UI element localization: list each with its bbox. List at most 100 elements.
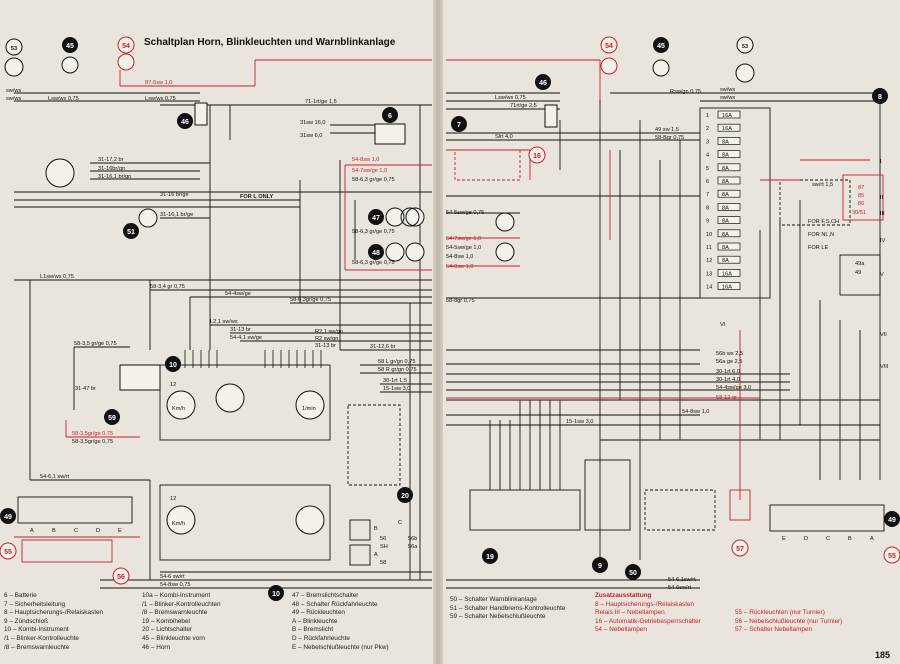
svg-text:sw/ws: sw/ws [6, 88, 21, 94]
red-optional-wires [14, 59, 884, 563]
svg-text:30-1rt 1,5: 30-1rt 1,5 [383, 378, 407, 384]
svg-text:56: 56 [117, 574, 125, 581]
diagram-title: Schaltplan Horn, Blinkleuchten und Warnb… [144, 37, 396, 48]
fuse-rating: 16A [722, 126, 732, 132]
legend-entry: 9 – Zündschloß [4, 617, 49, 625]
legend-entry: B – Bremslicht [292, 626, 334, 634]
svg-text:56a: 56a [408, 544, 418, 550]
legend-entry: /8 – Bremswarnleuchte [4, 643, 70, 651]
svg-text:31-47 br: 31-47 br [75, 386, 96, 392]
svg-text:Km/h: Km/h [172, 406, 185, 412]
svg-text:45: 45 [66, 43, 74, 50]
svg-text:54-7sw/ge 1,0: 54-7sw/ge 1,0 [352, 168, 387, 174]
fuse [717, 123, 741, 132]
svg-text:54-8sw 0,75: 54-8sw 0,75 [160, 582, 190, 588]
svg-text:49: 49 [4, 514, 12, 521]
fuse-number: 6 [706, 179, 709, 185]
fuse-rating: 8A [722, 179, 729, 185]
svg-text:58-3,5gr/ge 0,75: 58-3,5gr/ge 0,75 [72, 431, 113, 437]
svg-text:1/min: 1/min [302, 406, 316, 412]
svg-text:57: 57 [736, 546, 744, 553]
legend-entry: 54 – Nebellampen [595, 626, 647, 634]
legend-entry: 6 – Batterie [4, 592, 37, 599]
book-gutter [433, 0, 443, 664]
svg-text:58 L gr/gn 0,75: 58 L gr/gn 0,75 [378, 359, 415, 365]
svg-text:54-5sw/ge 0,75: 54-5sw/ge 0,75 [446, 210, 484, 216]
legend-entry: /1 – Blinker-Kontrolleuchte [4, 634, 79, 642]
legend-entry: 48 – Schalter Rückfahrleuchte [292, 600, 378, 608]
svg-text:31-16br/gn: 31-16br/gn [98, 166, 125, 172]
lamp-pictogram: B C A 56 SH 56b 56a 58 [374, 520, 418, 566]
svg-text:54-7sw/ge 1,0: 54-7sw/ge 1,0 [446, 236, 481, 242]
svg-text:Lsw/ws 0,75: Lsw/ws 0,75 [495, 95, 526, 101]
fuse-rating: 16A [722, 271, 732, 277]
instrument-markers: Km/h 1/min Km/h 12 12 [170, 382, 316, 527]
legend-entry: A – Blinkleuchte [292, 617, 338, 625]
fuse-number: 1 [706, 113, 709, 119]
legend-entry: 8 – Hauptsicherungs-/Relaiskasten [595, 600, 695, 608]
fuse [717, 255, 741, 264]
svg-text:E: E [782, 536, 786, 542]
svg-text:R2,1 sw/gn: R2,1 sw/gn [315, 329, 343, 335]
svg-text:58-3,4 gr 0,75: 58-3,4 gr 0,75 [150, 284, 185, 290]
svg-text:sw/ws: sw/ws [6, 96, 21, 102]
svg-text:VII: VII [880, 332, 887, 338]
svg-text:58-3,5 gr/ge 0,75: 58-3,5 gr/ge 0,75 [74, 341, 117, 347]
svg-text:6: 6 [388, 113, 392, 120]
svg-text:19: 19 [486, 554, 494, 561]
svg-text:54-8sw 1,0: 54-8sw 1,0 [446, 264, 473, 270]
legend-entry: Relais III – Nebellampen [595, 609, 665, 617]
svg-text:16: 16 [533, 153, 541, 160]
fuse [717, 189, 741, 198]
svg-text:Lsw/ws 0,75: Lsw/ws 0,75 [48, 96, 79, 102]
svg-text:9: 9 [598, 563, 602, 570]
svg-text:D: D [96, 528, 100, 534]
svg-text:71rt/ge 2,5: 71rt/ge 2,5 [510, 103, 537, 109]
svg-text:56a ge 2,5: 56a ge 2,5 [716, 359, 742, 365]
svg-text:L2,1 sw/ws: L2,1 sw/ws [210, 319, 238, 325]
legend-entry: D – Rückfahrleuchte [292, 634, 350, 642]
fuse-rating: 8A [722, 245, 729, 251]
svg-text:58-6,3 gr/ge 0,75: 58-6,3 gr/ge 0,75 [352, 177, 395, 183]
fuse [717, 163, 741, 172]
svg-text:B: B [848, 536, 852, 542]
wire-network [14, 92, 885, 589]
fuse-number: 9 [706, 219, 709, 225]
legend-entry: 7 – Sicherheitsleitung [4, 600, 66, 608]
svg-text:49 sw 1,5: 49 sw 1,5 [655, 127, 679, 133]
fuse-rating: 8A [722, 153, 729, 159]
svg-text:54-4,1 sw/ge: 54-4,1 sw/ge [230, 335, 262, 341]
fuse-number: 14 [706, 285, 712, 291]
svg-text:31sw 6,0: 31sw 6,0 [300, 133, 322, 139]
svg-text:31-13 br: 31-13 br [230, 327, 251, 333]
svg-text:I: I [880, 159, 882, 165]
svg-text:54: 54 [122, 43, 130, 50]
svg-text:58: 58 [380, 560, 386, 566]
svg-text:46: 46 [539, 80, 547, 87]
fuse-number: 2 [706, 126, 709, 132]
svg-text:58-6,3 gr/ge 0,75: 58-6,3 gr/ge 0,75 [352, 260, 395, 266]
svg-text:A: A [30, 528, 34, 534]
svg-text:Km/h: Km/h [172, 521, 185, 527]
fuse [717, 203, 741, 211]
svg-text:54-6,1sw/rt: 54-6,1sw/rt [668, 577, 696, 583]
fuse-rating: 8A [722, 232, 729, 238]
legend-entry: 55 – Rückleuchten (nur Turnier) [735, 609, 825, 616]
legend-entry: /1 – Blinker-Kontrolleuchten [142, 600, 221, 608]
svg-text:30-1rt 4,0: 30-1rt 4,0 [716, 377, 740, 383]
svg-text:E: E [118, 528, 122, 534]
svg-text:IV: IV [880, 238, 886, 244]
svg-text:49a: 49a [855, 261, 865, 267]
legend-entry: 19 – Kombihebel [142, 617, 190, 625]
fuse-number: 5 [706, 166, 709, 172]
svg-text:sw/ws: sw/ws [720, 87, 735, 93]
fuse-rating: 8A [722, 258, 729, 264]
svg-text:86: 86 [858, 201, 864, 207]
svg-text:C: C [826, 536, 830, 542]
svg-text:sw/ws: sw/ws [720, 95, 735, 101]
fuse-number: 8 [706, 205, 709, 211]
